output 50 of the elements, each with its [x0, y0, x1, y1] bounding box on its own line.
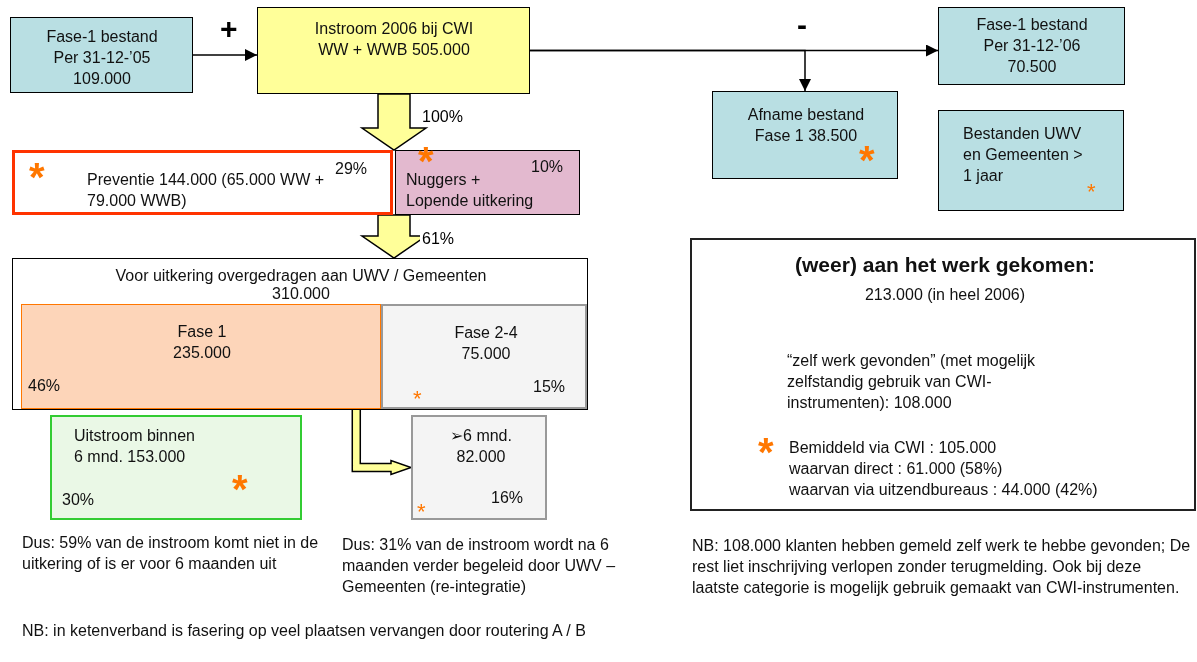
node-text: “zelf werk gevonden” (met mogelijk zelfstandig gebruik van CWI-instrumenten): 108.000 — [787, 351, 1037, 413]
node-text: Fase 1 235.000 — [172, 322, 232, 363]
node-text: ➢6 mnd. 82.000 — [449, 426, 513, 467]
transfer-panel — [12, 258, 588, 410]
asterisk-mark: * — [29, 157, 45, 197]
arrow — [529, 49, 811, 92]
asterisk-mark: * — [417, 501, 426, 523]
node-text: Fase-1 bestand Per 31-12-’05 109.000 — [45, 27, 159, 89]
node-text: waarvan via uitzendbureaus : 44.000 (42%) — [789, 480, 1099, 500]
node-text: Nuggers + Lopende uitkering — [406, 171, 534, 211]
block-arrow — [359, 93, 429, 151]
phase-box — [21, 304, 381, 409]
node-text: 29% — [335, 159, 369, 179]
asterisk-mark: * — [1087, 181, 1096, 203]
node-text: 46% — [28, 376, 62, 396]
node-text: 15% — [533, 377, 567, 397]
asterisk-mark: * — [232, 469, 248, 509]
stock-box — [938, 110, 1124, 211]
node-text: 16% — [491, 488, 525, 508]
node-text: 213.000 (in heel 2006) — [863, 285, 1027, 305]
asterisk-mark: * — [758, 432, 774, 472]
duration-box — [411, 415, 547, 520]
panel-heading: (weer) aan het werk gekomen: — [794, 252, 1096, 278]
node-text: 310.000 — [271, 284, 331, 304]
node-text: 10% — [531, 157, 565, 177]
arrow — [192, 49, 258, 61]
note-text: NB: in ketenverband is fasering op veel plaatsen vervangen door routering A / B — [22, 621, 587, 641]
node-text: waarvan direct : 61.000 (58%) — [789, 459, 1004, 479]
stock-box — [10, 17, 193, 93]
outflow-box — [50, 415, 302, 520]
node-text: 30% — [62, 490, 96, 510]
inflow-box — [257, 7, 530, 94]
note-text: Dus: 31% van de instroom wordt na 6 maanden verder begeleid door UWV – Gemeenten (re-integratie) — [342, 535, 617, 597]
stock-box — [938, 7, 1125, 85]
note-text: NB: 108.000 klanten hebben gemeld zelf werk te hebbe gevonden; De rest liet inschrijving verlopen zonder terugmelding. Ook bij deze laatste categorie is mogelijk gebruik gemaakt van CWI-instrumenten. — [692, 536, 1192, 598]
phase-box — [381, 304, 587, 409]
note-text: Dus: 59% van de instroom komt niet in de uitkering of is er voor 6 maanden uit — [22, 533, 320, 574]
node-text: Instroom 2006 bij CWI WW + WWB 505.000 — [313, 19, 475, 60]
node-text: Fase-1 bestand Per 31-12-’06 70.500 — [975, 15, 1089, 77]
node-text: Bemiddeld via CWI : 105.000 — [789, 438, 998, 458]
block-arrow — [351, 408, 414, 476]
node-text: Fase 2-4 75.000 — [453, 323, 519, 364]
node-text: Bestanden UWV en Gemeenten > 1 jaar — [963, 124, 1084, 186]
node-text: Voor uitkering overgedragen aan UWV / Gemeenten — [114, 266, 488, 286]
prevention-box — [12, 150, 393, 215]
decrease-box — [712, 91, 898, 179]
node-text: Uitstroom binnen 6 mnd. 153.000 — [74, 426, 196, 467]
node-text: Preventie 144.000 (65.000 WW + 79.000 WWB) — [87, 170, 326, 211]
summary-panel — [690, 238, 1196, 511]
asterisk-mark: * — [413, 388, 422, 410]
